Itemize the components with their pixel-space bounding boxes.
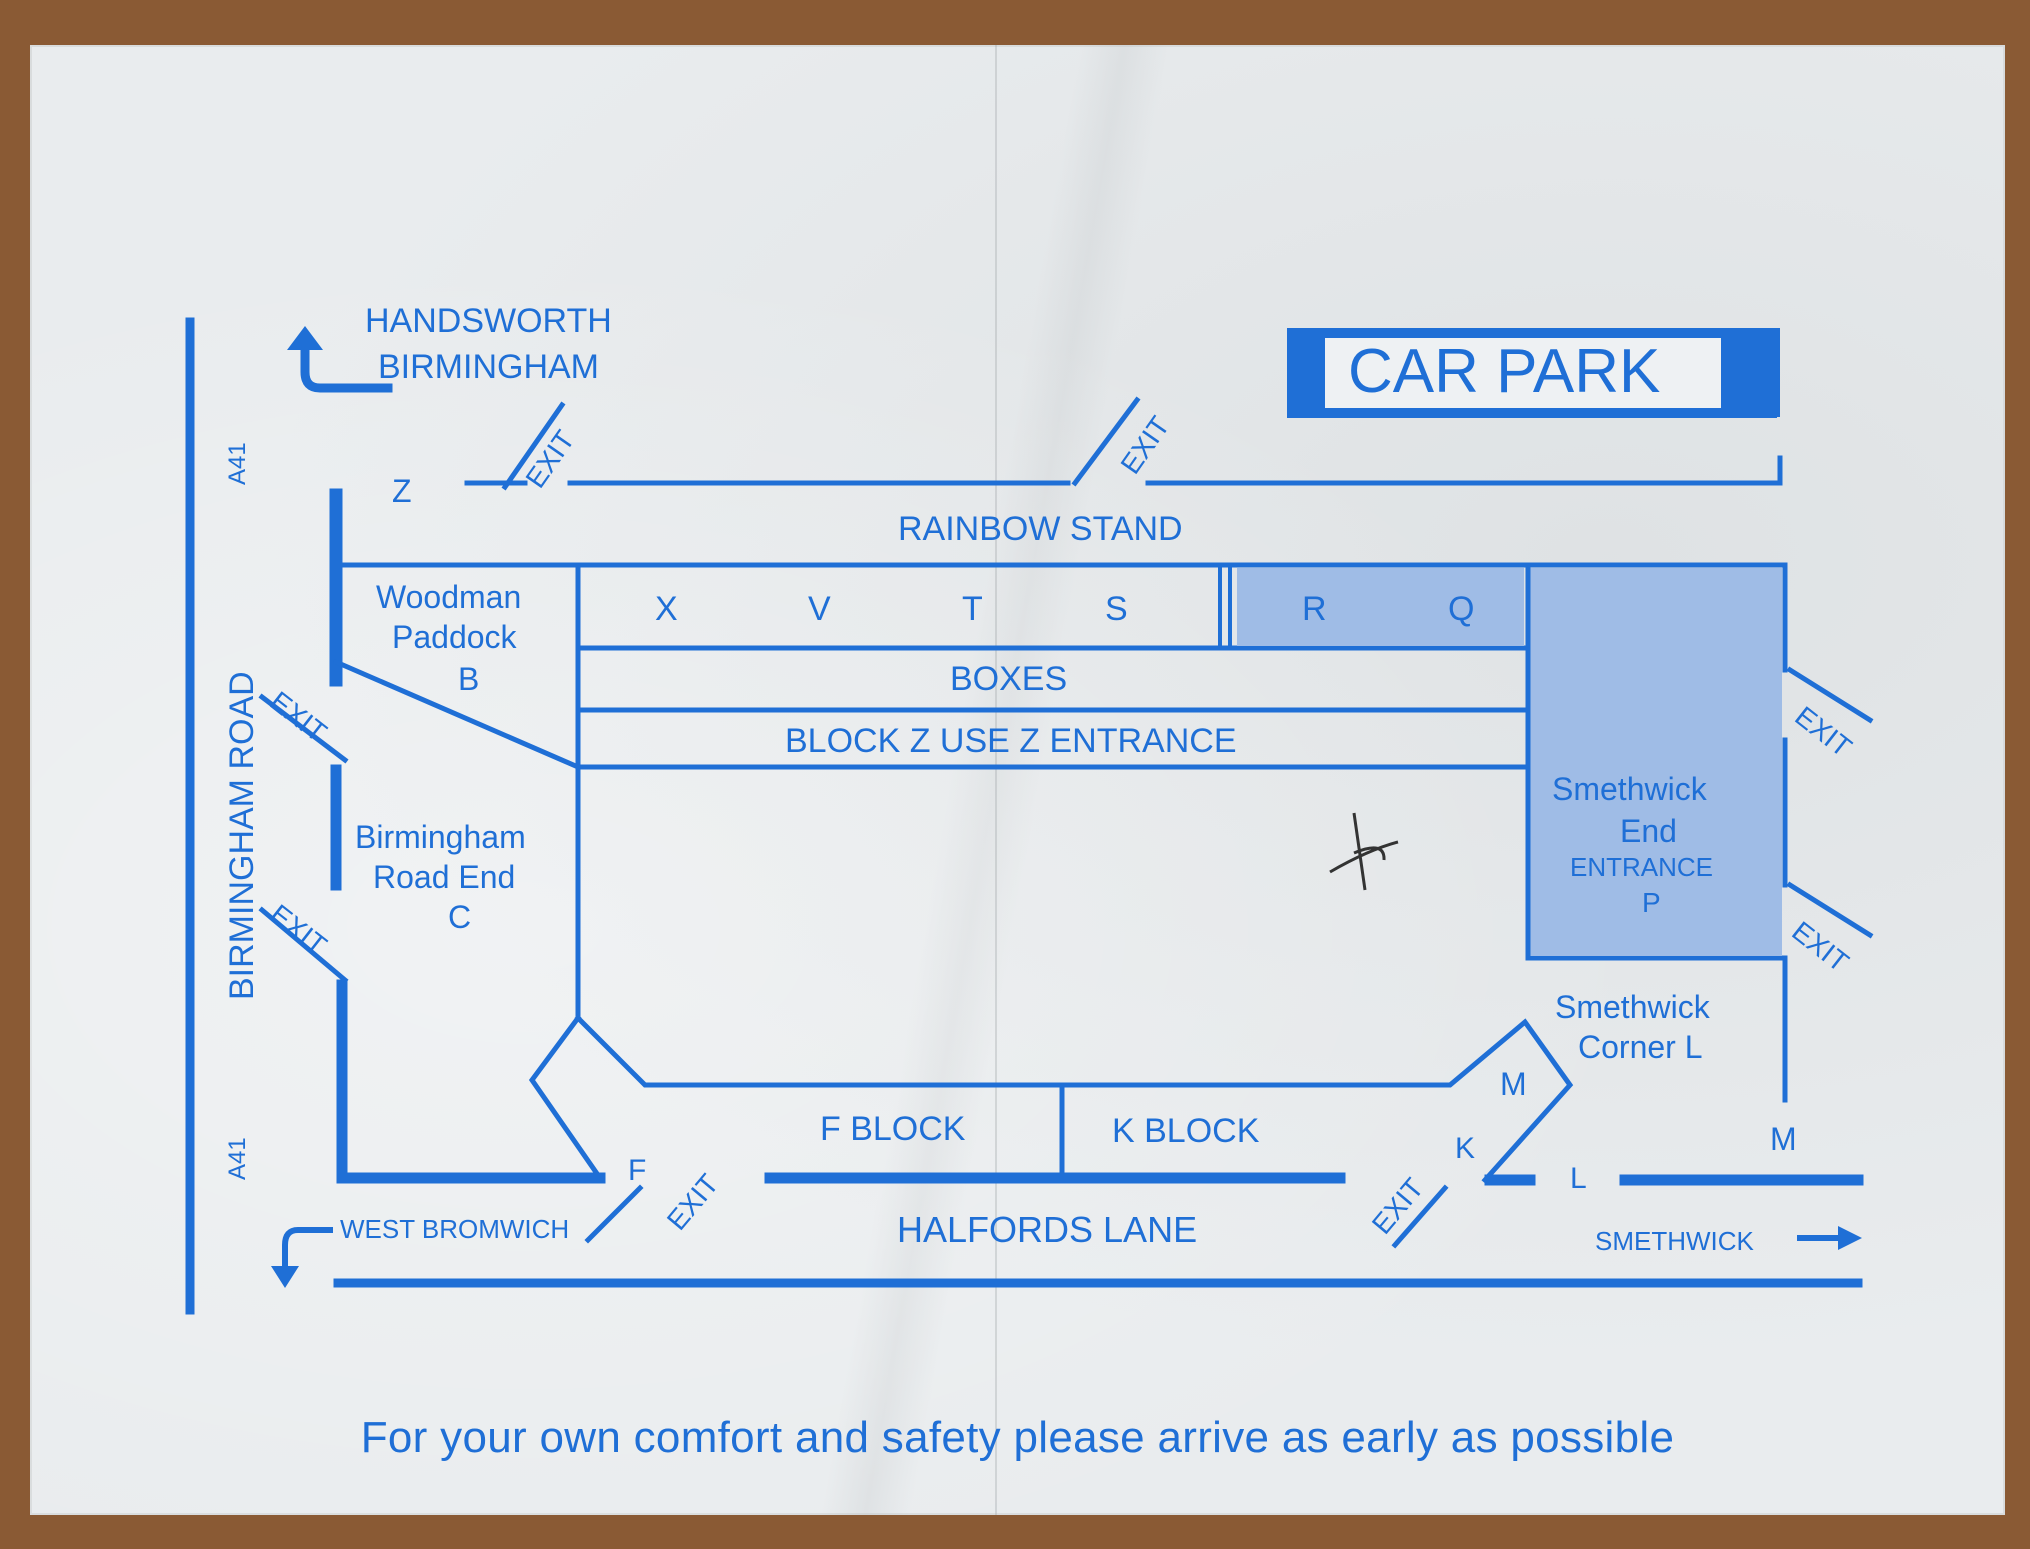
label-brend-3: C xyxy=(448,899,471,935)
label-exit-f: EXIT xyxy=(661,1168,725,1236)
car-park-inner xyxy=(1325,338,1721,408)
west-bromwich-arrow-head xyxy=(271,1266,299,1288)
label-woodman-1: Woodman xyxy=(376,579,521,615)
fold-crease xyxy=(995,45,997,1515)
label-z: Z xyxy=(392,473,412,509)
f-corner xyxy=(528,1014,604,1182)
label-smethwick-end-4: P xyxy=(1642,887,1661,918)
shaded-rq-stand xyxy=(1237,568,1524,646)
exit-top-diagonal xyxy=(1071,396,1141,487)
bottom-outline xyxy=(574,1014,1574,1184)
label-exit-right-lower: EXIT xyxy=(1786,915,1854,978)
exit-right-upper-diagonal xyxy=(1786,666,1874,724)
stadium-map: HANDSWORTH BIRMINGHAM CAR PARK A41 A41 Z… xyxy=(185,302,1874,1315)
label-car-park: CAR PARK xyxy=(1348,337,1660,406)
label-l: L xyxy=(1570,1162,1587,1195)
label-brend-1: Birmingham xyxy=(355,819,526,855)
ticket: HANDSWORTH BIRMINGHAM CAR PARK A41 A41 Z… xyxy=(30,45,2005,1515)
label-west-bromwich: WEST BROMWICH xyxy=(340,1214,569,1244)
pen-mark xyxy=(1329,812,1399,891)
label-birmingham-road: BIRMINGHAM ROAD xyxy=(223,671,261,1000)
section-x: X xyxy=(655,590,678,628)
label-brend-2: Road End xyxy=(373,859,515,895)
label-smethwick-corner-2: Corner L xyxy=(1578,1029,1703,1065)
exit-left-upper-diagonal xyxy=(258,693,349,764)
label-f: F xyxy=(628,1154,646,1187)
exit-f-diagonal xyxy=(584,1184,644,1244)
exit-k-diagonal xyxy=(1391,1184,1449,1249)
label-m-corner: M xyxy=(1500,1066,1527,1102)
label-k: K xyxy=(1455,1132,1475,1165)
label-smethwick-end-2: End xyxy=(1620,813,1677,849)
label-exit-left-upper: EXIT xyxy=(264,685,332,748)
woodman-diagonal xyxy=(332,658,582,771)
exit-z-diagonal xyxy=(501,401,566,491)
label-exit-right-upper: EXIT xyxy=(1789,700,1857,763)
label-f-block: F BLOCK xyxy=(820,1110,966,1148)
exit-right-lower-diagonal xyxy=(1786,881,1874,939)
label-smethwick: SMETHWICK xyxy=(1595,1226,1755,1256)
section-t: T xyxy=(962,590,983,628)
footer-note: For your own comfort and safety please a… xyxy=(360,1413,1675,1462)
label-birmingham: BIRMINGHAM xyxy=(378,348,599,386)
label-boxes: BOXES xyxy=(950,660,1067,698)
west-bromwich-arrow xyxy=(282,1227,333,1275)
section-s: S xyxy=(1105,590,1128,628)
label-exit-k: EXIT xyxy=(1366,1172,1430,1240)
section-v: V xyxy=(808,590,831,628)
label-smethwick-end-3: ENTRANCE xyxy=(1570,852,1713,882)
label-rainbow-stand: RAINBOW STAND xyxy=(898,510,1183,548)
label-woodman-3: B xyxy=(458,661,479,697)
handsworth-arrow xyxy=(300,335,393,393)
shaded-smethwick-end xyxy=(1530,568,1782,956)
label-handsworth: HANDSWORTH xyxy=(365,302,612,340)
label-a41-top: A41 xyxy=(224,442,251,485)
label-block-z: BLOCK Z USE Z ENTRANCE xyxy=(785,722,1237,760)
label-halfords-lane: HALFORDS LANE xyxy=(897,1209,1197,1250)
exit-left-lower-diagonal xyxy=(258,906,349,984)
handsworth-arrow-head xyxy=(287,326,323,350)
label-smethwick-corner-1: Smethwick xyxy=(1555,989,1711,1025)
label-a41-bottom: A41 xyxy=(224,1137,251,1180)
label-smethwick-end-1: Smethwick xyxy=(1552,771,1708,807)
label-woodman-2: Paddock xyxy=(392,619,518,655)
section-q: Q xyxy=(1448,590,1474,628)
section-r: R xyxy=(1302,590,1327,628)
smethwick-arrow-head xyxy=(1838,1226,1862,1250)
label-exit-left-lower: EXIT xyxy=(264,898,332,961)
label-k-block: K BLOCK xyxy=(1112,1112,1260,1150)
label-m-right: M xyxy=(1770,1121,1797,1157)
